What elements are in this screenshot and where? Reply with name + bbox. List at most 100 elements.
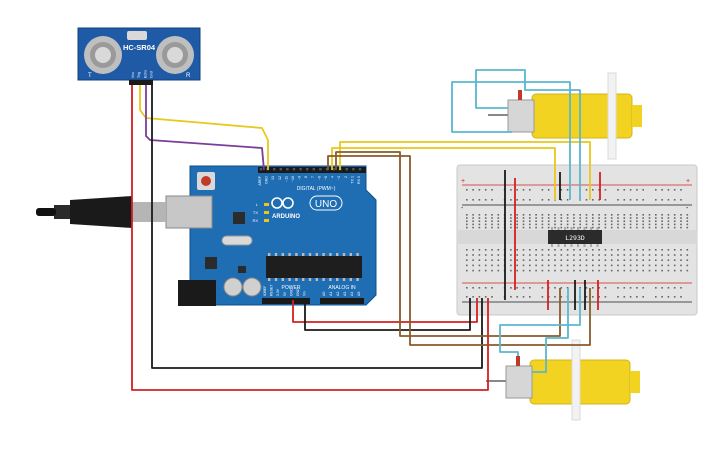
arduino-brand-text: ARDUINO: [272, 214, 300, 220]
breadboard-hole: [554, 296, 556, 298]
breadboard-hole: [667, 226, 670, 229]
breadboard-hole: [655, 254, 657, 256]
sensor-pin-header: [129, 80, 153, 85]
dc-motor-top: [488, 72, 642, 160]
breadboard-hole: [478, 287, 481, 289]
breadboard-hole: [604, 189, 607, 191]
chip-pin: [577, 227, 579, 230]
breadboard-hole: [623, 287, 626, 289]
mcu-pin: [288, 278, 291, 281]
rail-minus-label: -: [686, 205, 689, 212]
breadboard-hole: [529, 223, 531, 226]
breadboard-hole: [466, 223, 468, 226]
breadboard-hole: [629, 259, 632, 261]
wire-sensor-gnd: [151, 85, 483, 369]
breadboard-hole: [629, 287, 632, 289]
digital-pin: [345, 168, 348, 171]
breadboard-hole: [604, 296, 607, 298]
sensor-pin-label: Echo: [143, 70, 147, 78]
breadboard-hole: [529, 249, 531, 251]
mcu-pin: [356, 278, 359, 281]
digital-pin-label: TX 1: [350, 176, 354, 184]
breadboard-hole: [680, 259, 682, 261]
breadboard-hole: [617, 259, 619, 261]
wire-motor-bottom-2: [499, 288, 581, 356]
breadboard-hole: [541, 296, 544, 298]
breadboard-hole: [680, 226, 682, 229]
breadboard-hole: [560, 226, 563, 229]
breadboard-hole: [478, 296, 481, 298]
breadboard-hole: [592, 264, 594, 267]
breadboard-hole: [529, 226, 531, 229]
motor-terminal: [518, 90, 522, 100]
breadboard-hole: [522, 264, 525, 267]
breadboard-hole: [598, 217, 600, 219]
breadboard-hole: [497, 259, 500, 261]
breadboard-hole: [484, 254, 487, 256]
mcu-pin: [322, 278, 325, 281]
breadboard-hole: [529, 269, 531, 272]
breadboard-hole: [636, 199, 638, 201]
mcu-pin: [268, 278, 271, 281]
breadboard-hole: [497, 214, 500, 216]
breadboard-hole: [547, 254, 550, 256]
l293d-chip: L293D: [548, 227, 602, 247]
breadboard-hole: [598, 254, 600, 256]
digital-pin-label: 7: [311, 176, 315, 178]
motor-tip: [630, 371, 640, 393]
breadboard-hole: [554, 264, 556, 267]
breadboard-hole: [636, 296, 638, 298]
breadboard-hole: [541, 259, 544, 261]
breadboard-hole: [642, 226, 644, 229]
breadboard-hole: [648, 214, 651, 216]
breadboard-hole: [579, 214, 581, 216]
breadboard-hole: [466, 259, 468, 261]
breadboard-hole: [661, 226, 663, 229]
wire-sensor-echo: [145, 85, 265, 171]
mcu-pin: [349, 253, 352, 256]
breadboard-hole: [516, 226, 518, 229]
led-label: RX: [252, 218, 258, 223]
uno-model-text: UNO: [315, 199, 337, 210]
breadboard-hole: [554, 226, 556, 229]
breadboard-hole: [610, 264, 613, 267]
digital-pin-label: 12: [278, 176, 282, 180]
mcu-pin: [288, 253, 291, 256]
breadboard-hole: [661, 259, 663, 261]
breadboard-hole: [655, 223, 657, 226]
breadboard-hole: [491, 189, 493, 191]
breadboard-hole: [516, 220, 518, 222]
breadboard-hole: [516, 269, 518, 272]
chip-pin: [570, 227, 573, 230]
breadboard-hole: [617, 296, 619, 298]
breadboard-hole: [585, 199, 588, 201]
breadboard-hole: [617, 214, 619, 216]
motor-body: [507, 99, 535, 133]
breadboard-hole: [585, 214, 588, 216]
breadboard-hole: [566, 269, 569, 272]
breadboard-hole: [560, 189, 563, 191]
breadboard-hole: [617, 287, 619, 289]
led-label: TX: [253, 210, 258, 215]
breadboard-hole: [629, 189, 632, 191]
breadboard-hole: [661, 217, 663, 219]
breadboard-hole: [636, 189, 638, 191]
breadboard-hole: [629, 220, 632, 222]
breadboard-hole: [547, 199, 550, 201]
breadboard-hole: [466, 264, 468, 267]
breadboard-hole: [510, 214, 512, 216]
breadboard-hole: [617, 220, 619, 222]
breadboard-hole: [617, 199, 619, 201]
digital-pin: [292, 168, 296, 171]
breadboard-hole: [497, 220, 500, 222]
breadboard-hole: [541, 199, 544, 201]
breadboard-hole: [661, 287, 663, 289]
wire-gnd: [304, 298, 471, 331]
chip-pin: [583, 244, 586, 247]
breadboard-hole: [667, 217, 670, 219]
breadboard-hole: [573, 223, 575, 226]
breadboard-hole: [491, 220, 493, 222]
breadboard-hole: [585, 217, 588, 219]
breadboard-hole: [478, 226, 481, 229]
mcu-pin: [315, 278, 318, 281]
